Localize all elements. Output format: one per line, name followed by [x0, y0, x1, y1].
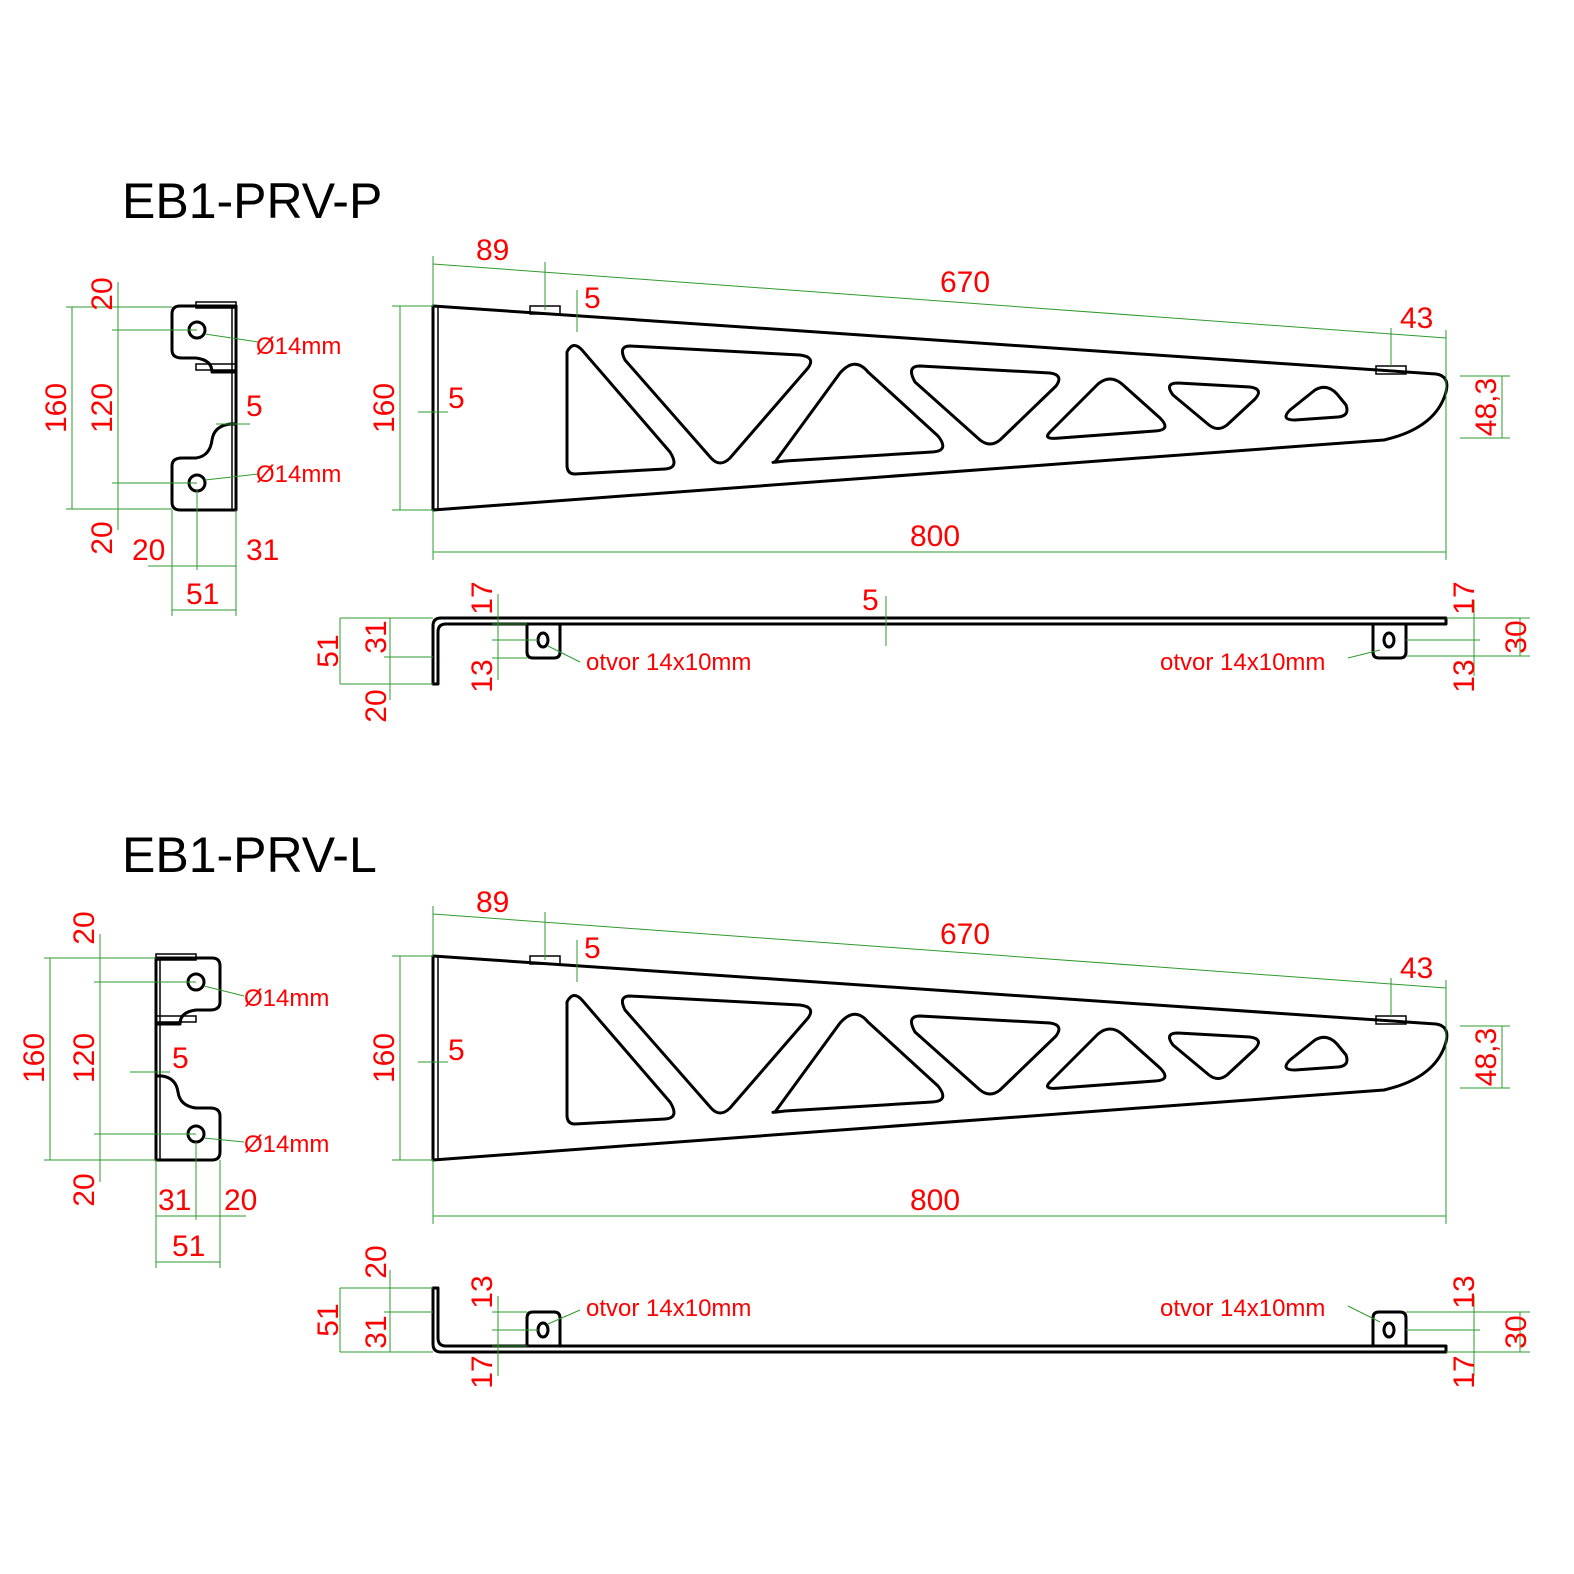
dim-51-w-l: 51 — [172, 1230, 205, 1263]
slot-right-p — [1382, 631, 1396, 649]
dim-17-right-p: 17 — [1448, 581, 1481, 614]
dim-800-p: 800 — [910, 520, 960, 553]
dim-51-w-p: 51 — [186, 578, 219, 611]
dim-48-3-l: 48,3 — [1470, 1028, 1503, 1086]
dim-13-left-p: 13 — [466, 659, 499, 692]
dim-20-bottom-l: 20 — [68, 1173, 101, 1206]
dim-31-plan-p: 31 — [360, 620, 393, 653]
bracket-outline-l — [431, 954, 1449, 1162]
truss-openings-l — [565, 993, 1349, 1126]
plan-view-l: 20 51 31 13 17 13 30 17 otvor 14x10mm ot… — [312, 1245, 1533, 1388]
dim-160-l: 160 — [18, 1033, 51, 1083]
dim-89-p: 89 — [476, 234, 509, 267]
dim-160-side-p: 160 — [368, 383, 401, 433]
front-view-l: 20 160 120 5 20 31 20 51 Ø14mm Ø14mm — [18, 911, 329, 1268]
dim-51-plan-p: 51 — [312, 634, 345, 667]
hole-label-top-p: Ø14mm — [256, 333, 341, 360]
hole-label-bottom-p: Ø14mm — [256, 461, 341, 488]
dim-20-top-p: 20 — [86, 277, 119, 310]
dim-30-plan-l: 30 — [1500, 1315, 1533, 1348]
plan-outline-p — [431, 616, 1448, 686]
dim-5-top-p: 5 — [584, 282, 601, 315]
slot-right-l — [1382, 1321, 1396, 1339]
dim-120-l: 120 — [68, 1033, 101, 1083]
dim-17-right-l: 17 — [1448, 1355, 1481, 1388]
dim-20-top-l: 20 — [68, 911, 101, 944]
slot-left-l — [536, 1321, 550, 1339]
dim-13-right-p: 13 — [1448, 659, 1481, 692]
dim-31-plan-l: 31 — [360, 1315, 393, 1348]
truss-openings-p — [565, 343, 1349, 476]
slot-tab-left-l — [525, 1310, 562, 1348]
dim-670-l: 670 — [940, 918, 990, 951]
front-plate-outline-l — [154, 956, 222, 1162]
dim-13-left-l: 13 — [466, 1275, 499, 1308]
dim-670-p: 670 — [940, 266, 990, 299]
dim-5-left-p: 5 — [448, 382, 465, 415]
slot-label-right-l: otvor 14x10mm — [1160, 1295, 1325, 1322]
slot-label-left-p: otvor 14x10mm — [586, 649, 751, 676]
front-plate-outline-p — [170, 304, 238, 512]
dim-43-p: 43 — [1400, 302, 1433, 335]
plan-outline-l — [431, 1286, 1448, 1354]
dim-13-right-l: 13 — [1448, 1275, 1481, 1308]
dim-17-left-p: 17 — [466, 581, 499, 614]
dim-48-3-p: 48,3 — [1470, 378, 1503, 436]
hole-label-bottom-l: Ø14mm — [244, 1131, 329, 1158]
dim-43-l: 43 — [1400, 952, 1433, 985]
dim-30-plan-p: 30 — [1500, 620, 1533, 653]
dim-89-l: 89 — [476, 886, 509, 919]
dim-31-w-p: 31 — [246, 534, 279, 567]
title-eb1-prv-l: EB1-PRV-L — [122, 827, 377, 883]
dim-5-l: 5 — [172, 1042, 189, 1075]
slot-tab-right-l — [1371, 1310, 1408, 1348]
dim-5-p: 5 — [246, 390, 263, 423]
slot-label-left-l: otvor 14x10mm — [586, 1295, 751, 1322]
slot-label-right-p: otvor 14x10mm — [1160, 649, 1325, 676]
dim-5-top-l: 5 — [584, 932, 601, 965]
dim-20-plan-l: 20 — [360, 1245, 393, 1278]
dim-20-w-p: 20 — [132, 534, 165, 567]
dim-20-plan-p: 20 — [360, 689, 393, 722]
dim-120-p: 120 — [86, 383, 119, 433]
dim-20-bottom-p: 20 — [86, 521, 119, 554]
dim-800-l: 800 — [910, 1184, 960, 1217]
slot-tab-right-p — [1371, 622, 1408, 660]
slot-tab-left-p — [525, 622, 562, 660]
dim-5-left-l: 5 — [448, 1034, 465, 1067]
front-view-p: 20 160 120 5 20 20 31 51 Ø14mm Ø14mm — [40, 277, 341, 616]
dim-5-plan-p: 5 — [862, 584, 879, 617]
hole-label-top-l: Ø14mm — [244, 985, 329, 1012]
dim-31-w-l: 31 — [158, 1184, 191, 1217]
dim-51-plan-l: 51 — [312, 1303, 345, 1336]
slot-left-p — [536, 631, 550, 649]
bracket-outline-p — [431, 304, 1449, 512]
side-view-l: 89 670 5 43 160 5 48,3 800 — [368, 886, 1510, 1224]
dim-160-side-l: 160 — [368, 1033, 401, 1083]
dim-17-left-l: 17 — [466, 1355, 499, 1388]
dim-20-w-l: 20 — [224, 1184, 257, 1217]
title-eb1-prv-p: EB1-PRV-P — [122, 173, 382, 229]
plan-view-p: 17 5 17 51 31 13 20 30 13 otvor 14x10mm … — [312, 581, 1533, 722]
side-view-p: 89 670 5 43 160 5 48,3 800 — [368, 234, 1510, 560]
dim-160-p: 160 — [40, 383, 73, 433]
